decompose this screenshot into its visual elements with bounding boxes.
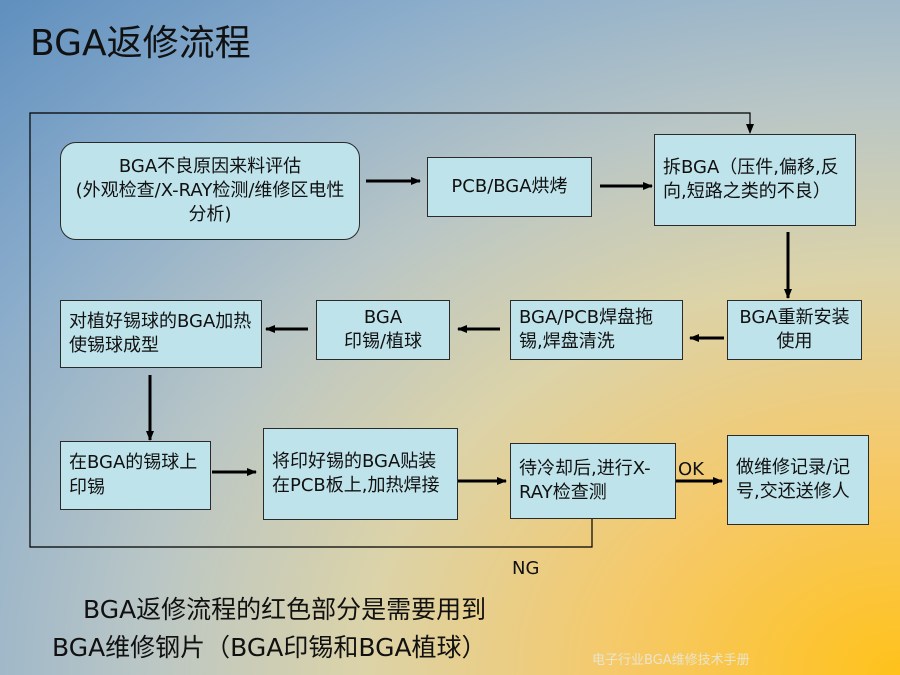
step-print-solder: 在BGA的锡球上印锡 [60,441,211,510]
step-remove-bga: 拆BGA（压件,偏移,反向,短路之类的不良） [654,134,856,226]
step-record-return: 做维修记录/记号,交还送修人 [727,435,869,525]
step-heat-balls: 对植好锡球的BGA加热使锡球成型 [60,300,262,368]
step-mount-and-solder: 将印好锡的BGA贴装在PCB板上,加热焊接 [263,428,458,520]
step-xray-inspection: 待冷却后,进行X-RAY检查测 [510,443,676,519]
step-incoming-evaluation: BGA不良原因来料评估 (外观检查/X-RAY检测/维修区电性分析) [60,142,360,240]
ok-label: OK [678,459,704,480]
note-line-2: BGA维修钢片（BGA印锡和BGA植球） [52,633,487,662]
step-reinstall-bga: BGA重新安装使用 [727,300,862,360]
slide-title: BGA返修流程 [30,23,251,64]
step-bga-print-ball: BGA 印锡/植球 [316,300,450,360]
footer-text: 电子行业BGA维修技术手册 [592,653,750,668]
step-pad-cleaning: BGA/PCB焊盘拖锡,焊盘清洗 [510,300,683,360]
ng-label: NG [512,558,540,579]
step-pcb-bga-baking: PCB/BGA烘烤 [427,157,592,217]
note-line-1: BGA返修流程的红色部分是需要用到 [83,595,487,624]
